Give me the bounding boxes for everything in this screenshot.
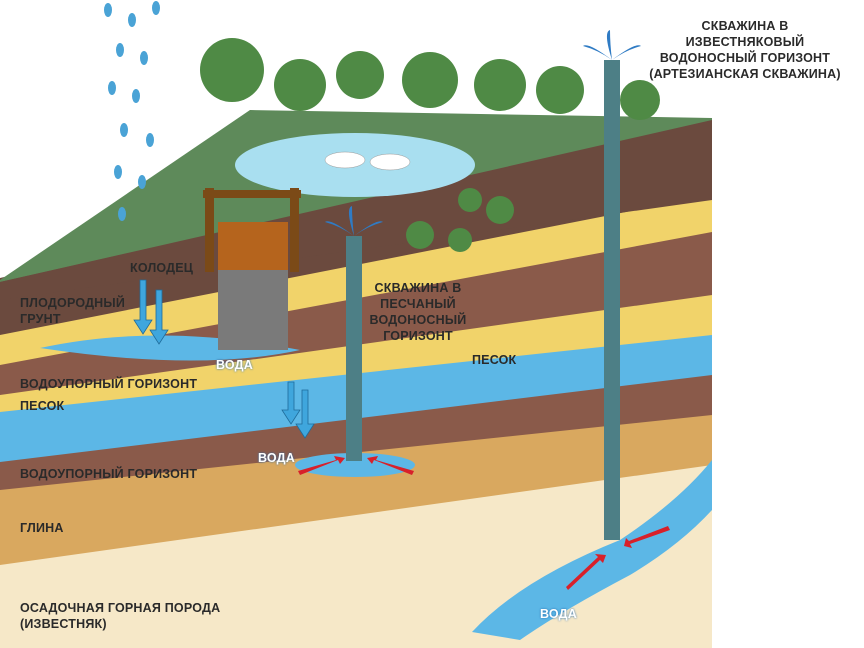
surface-front-edge xyxy=(0,120,712,300)
well-post-right xyxy=(290,188,299,272)
artesian-title-line-1: СКВАЖИНА В xyxy=(701,19,789,33)
well-label: КОЛОДЕЦ xyxy=(130,261,194,275)
sand-well-title: СКВАЖИНА В ПЕСЧАНЫЙ ВОДОНОСНЫЙ ГОРИЗОНТ xyxy=(362,280,474,344)
artesian-title-line-3: ВОДОНОСНЫЙ ГОРИЗОНТ xyxy=(659,51,831,65)
well-post-left xyxy=(205,188,214,272)
sand-left-label: ПЕСОК xyxy=(20,399,65,413)
trees xyxy=(200,38,660,252)
fertile-soil-line-2: ГРУНТ xyxy=(20,312,61,326)
artesian-pipe xyxy=(604,60,620,540)
well-icon xyxy=(40,188,301,361)
sedimentary-line-1: ОСАДОЧНАЯ ГОРНАЯ ПОРОДА xyxy=(20,601,221,615)
fertile-soil-label: ПЛОДОРОДНЫЙ ГРУНТ xyxy=(20,295,125,327)
arrow-down-icon xyxy=(295,389,315,439)
seepage-arrows xyxy=(133,279,315,439)
artesian-well xyxy=(472,30,712,640)
well-shaft xyxy=(218,268,288,350)
sand-well-pipe xyxy=(346,236,362,461)
swans-icon xyxy=(324,151,411,171)
arrow-down-icon xyxy=(281,381,301,425)
sand-well-title-line-4: ГОРИЗОНТ xyxy=(383,329,453,343)
arrow-inflow-icon xyxy=(367,456,414,475)
rain-drops-icon xyxy=(104,1,160,221)
arrow-inflow-icon xyxy=(566,554,606,590)
arrow-down-icon xyxy=(133,279,153,335)
sand-well-title-line-3: ВОДОНОСНЫЙ xyxy=(369,313,467,327)
clay-label: ГЛИНА xyxy=(20,521,64,535)
sedimentary-line-2: (ИЗВЕСТНЯК) xyxy=(20,617,107,631)
fertile-soil-line-1: ПЛОДОРОДНЫЙ xyxy=(20,296,126,310)
aquitard-lower-label: ВОДОУПОРНЫЙ ГОРИЗОНТ xyxy=(20,467,198,481)
well-crossbar xyxy=(203,190,301,198)
fountain-icon xyxy=(583,30,641,60)
well-brick-wall xyxy=(218,222,288,270)
sand-well-water-label: ВОДА xyxy=(258,451,296,465)
artesian-water-label: ВОДА xyxy=(540,607,578,621)
arrow-inflow-icon xyxy=(624,526,670,548)
well-water-label: ВОДА xyxy=(216,358,254,372)
artesian-well-title: СКВАЖИНА В ИЗВЕСТНЯКОВЫЙ ВОДОНОСНЫЙ ГОРИ… xyxy=(626,18,864,82)
artesian-title-line-4: (АРТЕЗИАНСКАЯ СКВАЖИНА) xyxy=(649,67,841,81)
artesian-title-line-2: ИЗВЕСТНЯКОВЫЙ xyxy=(685,35,805,49)
sand-well xyxy=(295,206,415,477)
sedimentary-rock-label: ОСАДОЧНАЯ ГОРНАЯ ПОРОДА (ИЗВЕСТНЯК) xyxy=(20,600,220,632)
aquitard-upper-label: ВОДОУПОРНЫЙ ГОРИЗОНТ xyxy=(20,377,198,391)
side-clay xyxy=(0,415,712,570)
sand-well-title-line-1: СКВАЖИНА В xyxy=(374,281,462,295)
arrow-inflow-icon xyxy=(298,456,345,475)
artesian-water-channel xyxy=(472,460,712,640)
sand-well-title-line-2: ПЕСЧАНЫЙ xyxy=(380,297,456,311)
arrow-down-icon xyxy=(149,289,169,345)
sand-well-water-pocket xyxy=(295,453,415,477)
sand-right-label: ПЕСОК xyxy=(472,353,517,367)
fountain-icon xyxy=(325,206,383,236)
